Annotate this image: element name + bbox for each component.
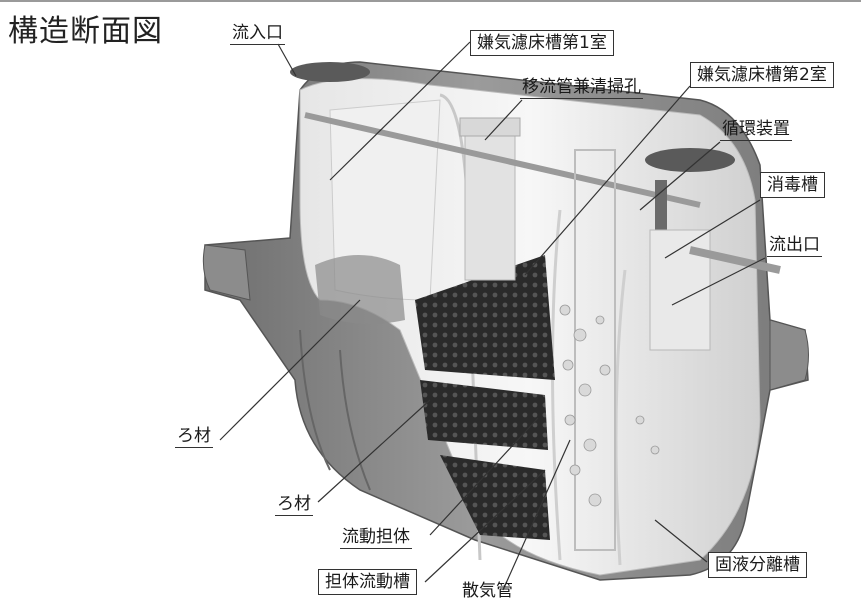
label-filter-media-1: ろ材	[175, 426, 213, 448]
label-anaerobic-chamber-2: 嫌気濾床槽第2室	[690, 62, 834, 88]
label-carrier-fluidized-tank: 担体流動槽	[318, 569, 417, 595]
label-circulation-device: 循環装置	[720, 119, 792, 141]
leader-lines	[219, 41, 766, 591]
label-filter-media-2: ろ材	[275, 494, 313, 516]
label-inlet: 流入口	[230, 23, 285, 45]
label-anaerobic-chamber-1: 嫌気濾床槽第1室	[470, 30, 614, 56]
page-title: 構造断面図	[8, 14, 163, 49]
label-fluidized-carrier: 流動担体	[340, 527, 412, 549]
tank-interior	[290, 62, 781, 576]
label-transfer-pipe: 移流管兼清掃孔	[520, 77, 643, 99]
label-disinfection-tank: 消毒槽	[760, 172, 825, 198]
label-solid-liquid-separation-tank: 固液分離槽	[708, 552, 807, 578]
label-diffuser-pipe: 散気管	[462, 581, 513, 601]
top-rule	[0, 0, 861, 2]
label-outlet: 流出口	[767, 235, 822, 257]
